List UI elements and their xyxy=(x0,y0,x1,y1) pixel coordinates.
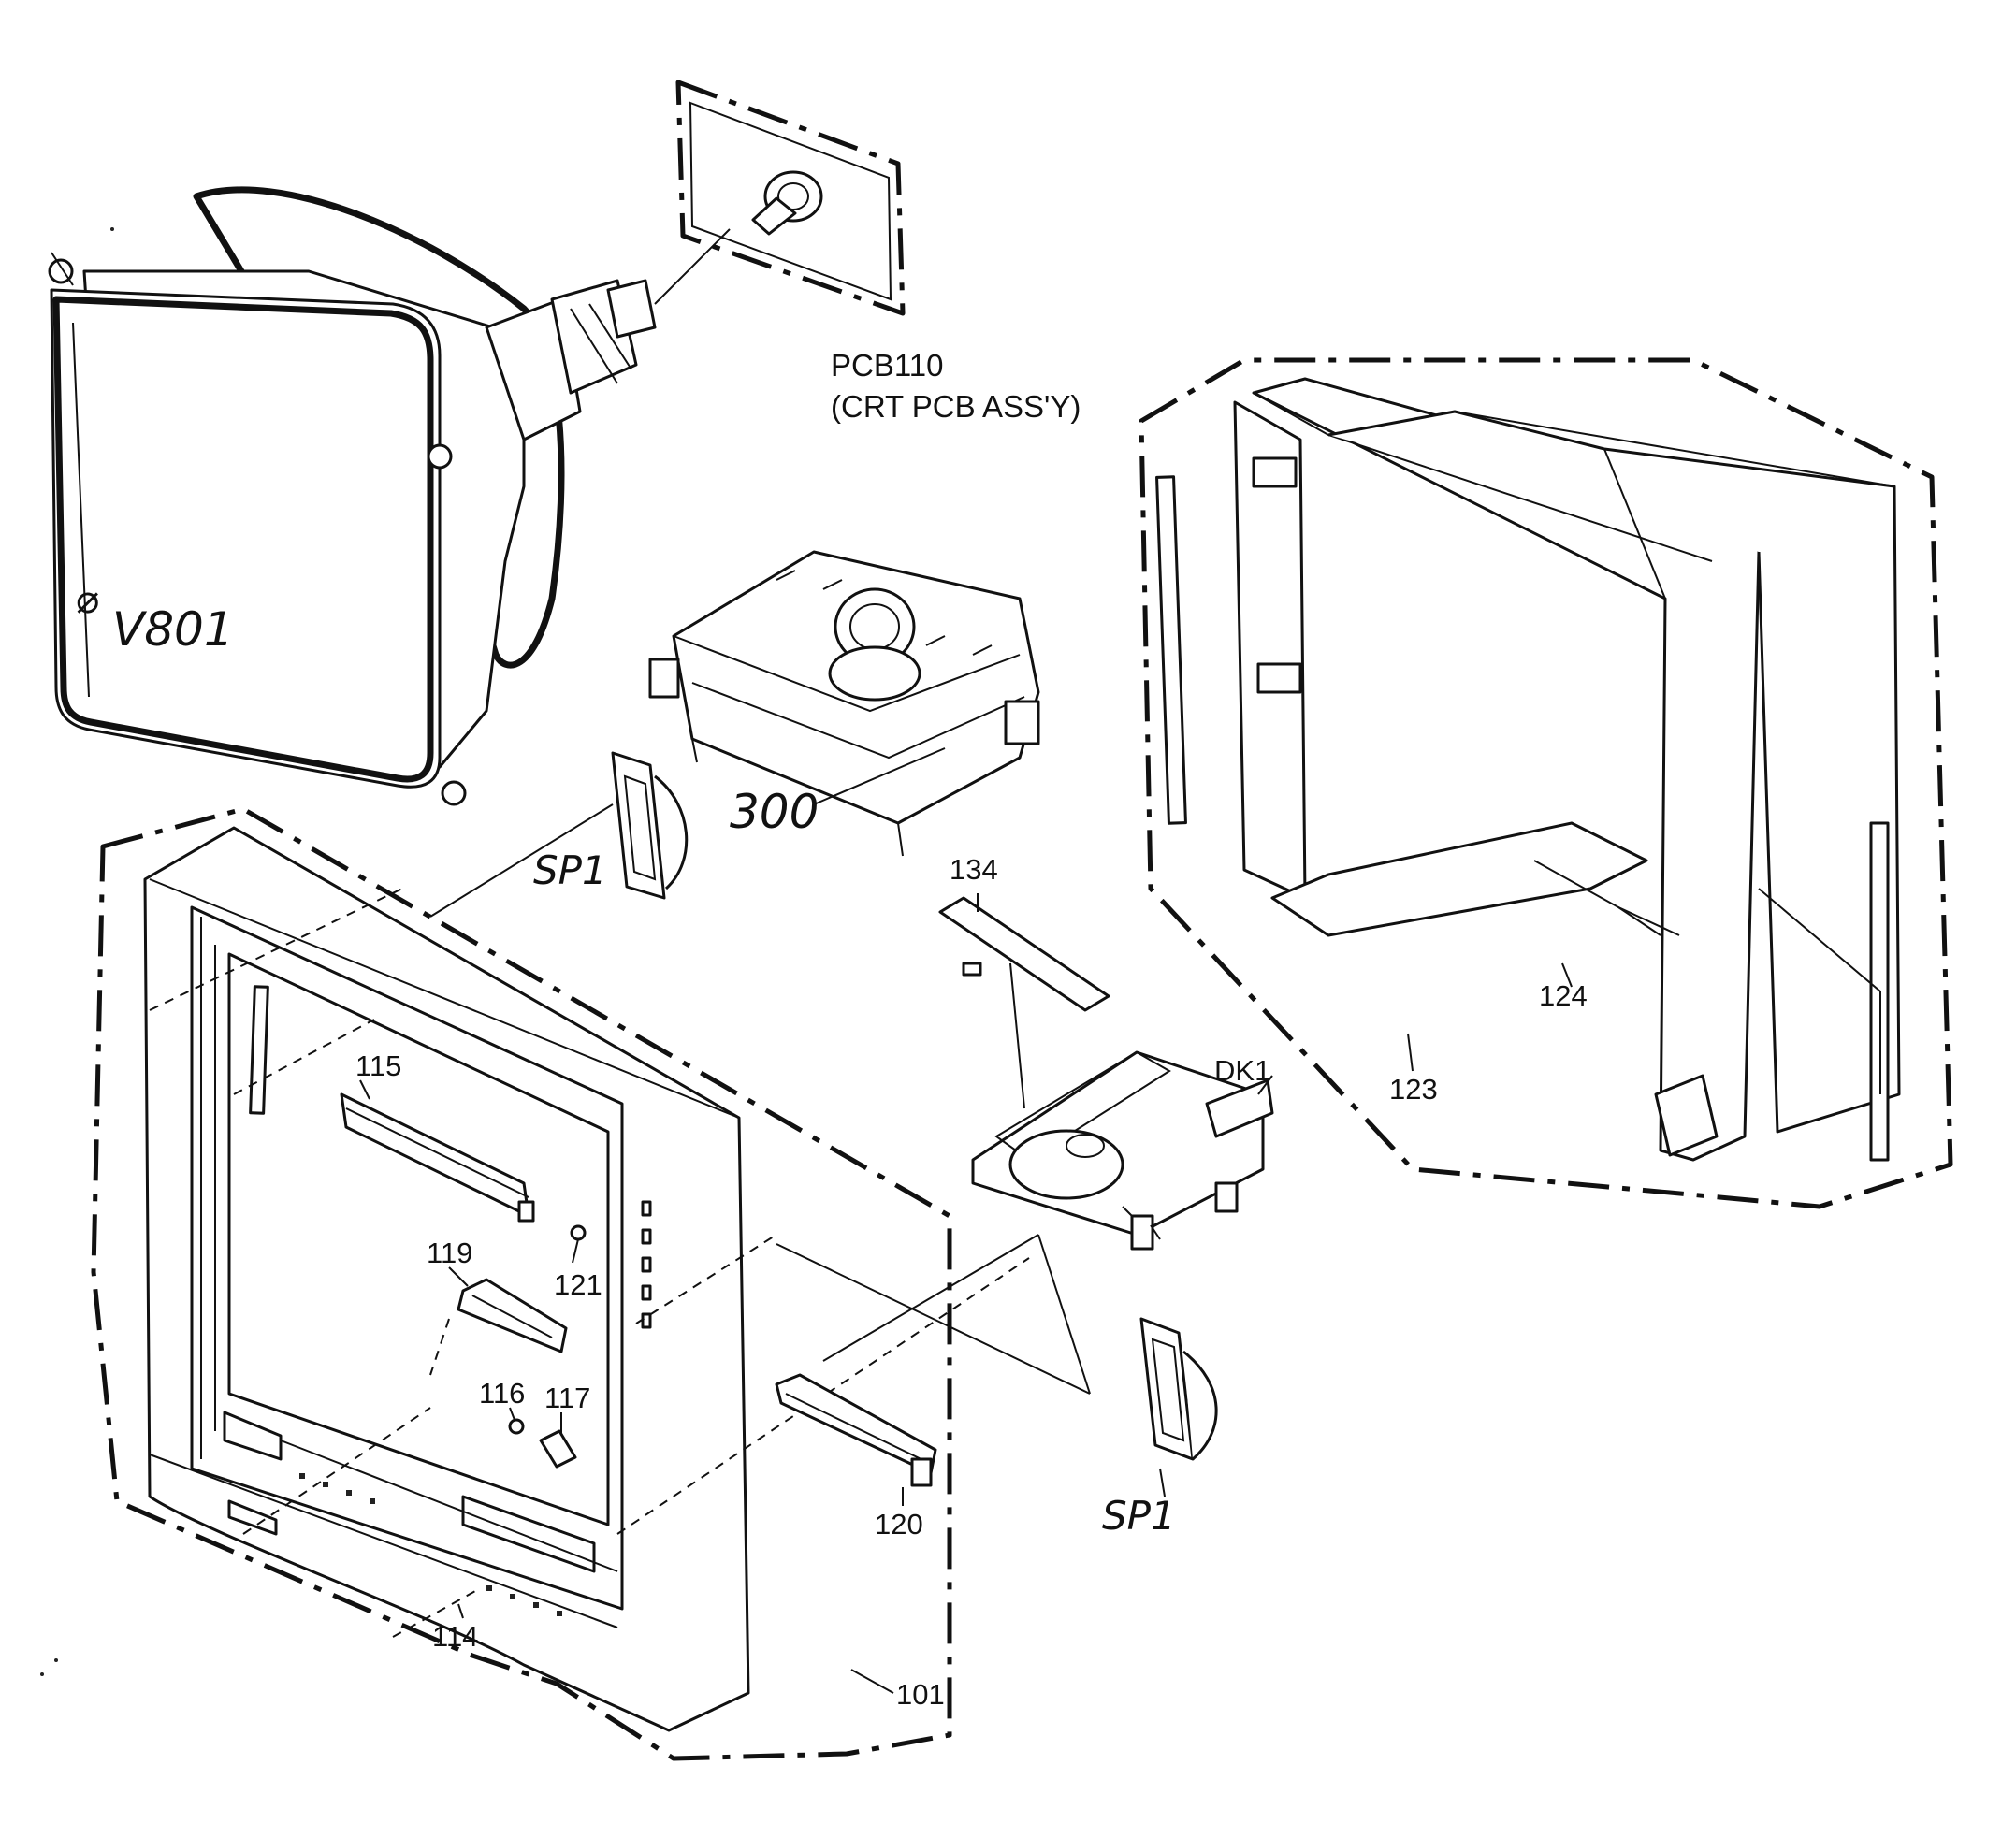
label-121: 121 xyxy=(554,1268,602,1301)
label-120: 120 xyxy=(875,1508,923,1541)
part-119-board xyxy=(429,1266,568,1376)
label-101: 101 xyxy=(896,1678,945,1711)
crt-picture-tube xyxy=(48,186,731,806)
speck xyxy=(40,1672,44,1676)
speaker-right-label: SP1 xyxy=(1102,1493,1176,1539)
front-buttons xyxy=(299,1473,562,1616)
part-114-door xyxy=(457,1603,464,1619)
speaker-left xyxy=(429,751,689,918)
crt-mark: ⌀ xyxy=(75,576,98,622)
speck xyxy=(54,1658,58,1662)
rear-cabinet xyxy=(1139,357,1953,1209)
side-buttons xyxy=(641,1200,652,1329)
label-116: 116 xyxy=(479,1377,525,1410)
crt-label: V801 xyxy=(112,602,234,657)
crt-pcb-name-label: (CRT PCB ASS'Y) xyxy=(831,389,1081,424)
part-117-switch xyxy=(539,1412,577,1469)
label-124: 124 xyxy=(1539,979,1588,1012)
label-134: 134 xyxy=(950,853,998,886)
vcr-deck-mechanism xyxy=(648,550,1040,857)
part-134-bracket xyxy=(938,893,1110,1109)
label-123: 123 xyxy=(1389,1073,1438,1106)
label-119: 119 xyxy=(427,1237,472,1269)
label-114: 114 xyxy=(432,1620,478,1653)
speck xyxy=(110,227,114,231)
crt-pcb-assembly xyxy=(675,80,906,316)
speaker-left-label: SP1 xyxy=(533,847,607,893)
part-116-clip xyxy=(508,1407,525,1435)
label-115: 115 xyxy=(355,1049,401,1082)
part-120-board xyxy=(775,1234,1091,1506)
label-117: 117 xyxy=(544,1382,590,1414)
vcr-deck-label: 300 xyxy=(730,785,819,839)
part-115-bar xyxy=(340,1079,535,1223)
leader-101 xyxy=(850,1669,894,1694)
dvd-loader-label: DK1 xyxy=(1214,1054,1270,1087)
crt-pcb-code-label: PCB110 xyxy=(831,348,943,383)
part-121-screw xyxy=(570,1224,587,1264)
dvd-loader xyxy=(971,1050,1274,1251)
leader-123 xyxy=(1407,1033,1414,1072)
speaker-right xyxy=(1139,1317,1218,1497)
